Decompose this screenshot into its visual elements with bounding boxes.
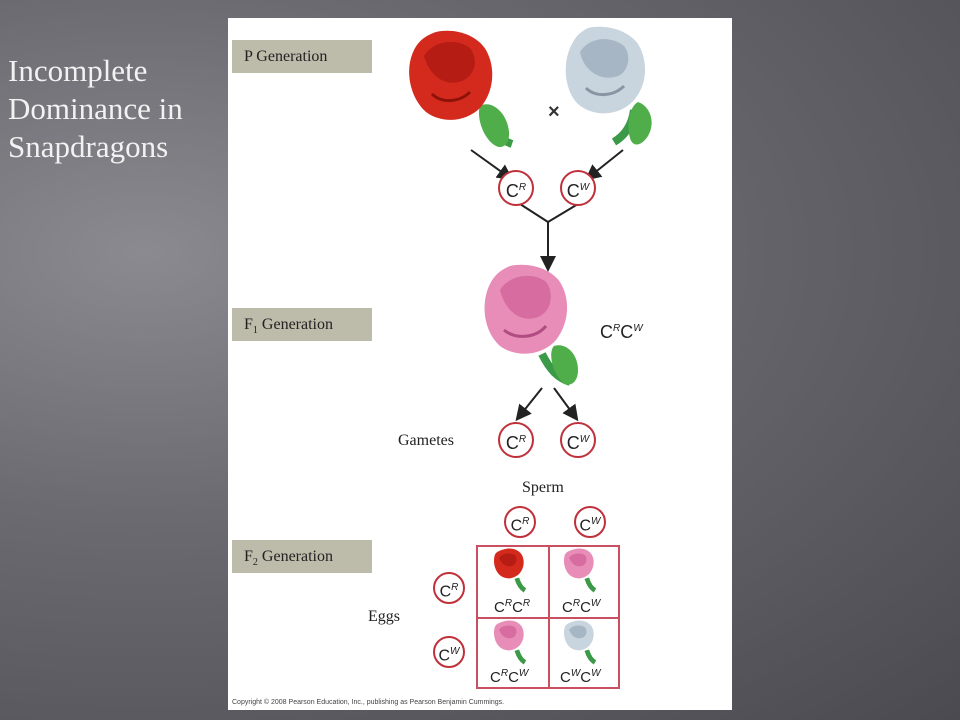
sperm-label: Sperm xyxy=(522,479,564,496)
allele-sup: W xyxy=(579,182,590,193)
f1-suffix: Generation xyxy=(257,316,333,333)
geno-sup: W xyxy=(570,668,581,679)
geno-letter: C xyxy=(494,599,505,616)
allele-letter: C xyxy=(505,433,519,453)
f1-prefix: F xyxy=(244,316,253,333)
pink-flower-icon xyxy=(484,264,578,386)
f2-suffix: Generation xyxy=(257,548,333,565)
allele-letter: C xyxy=(566,433,580,453)
allele-sup: R xyxy=(522,516,530,527)
punnett-white-flower-icon xyxy=(563,620,597,665)
geno-letter: C xyxy=(580,599,591,616)
cross-symbol: × xyxy=(548,101,560,123)
punnett-genotype-rr: CRCR xyxy=(494,598,530,616)
title-line-2: Dominance in xyxy=(8,91,183,126)
geno-sup: W xyxy=(590,598,601,609)
title-line-1: Incomplete xyxy=(8,53,148,88)
allele-sup: R xyxy=(451,582,459,593)
p-gamete-white-allele: CW xyxy=(560,170,596,206)
allele-letter: C xyxy=(438,647,451,665)
white-flower-icon xyxy=(565,26,652,146)
geno-letter: C xyxy=(620,322,634,342)
p-generation-text: P Generation xyxy=(244,48,328,65)
punnett-genotype-ww: CWCW xyxy=(560,668,601,686)
egg-red-allele: CR xyxy=(433,572,465,604)
allele-letter: C xyxy=(510,517,523,535)
gametes-label: Gametes xyxy=(398,432,454,449)
allele-letter: C xyxy=(579,517,592,535)
egg-white-allele: CW xyxy=(433,636,465,668)
geno-sup: R xyxy=(572,598,581,609)
geno-letter: C xyxy=(512,599,523,616)
geno-sup: W xyxy=(591,668,601,679)
allele-letter: C xyxy=(505,181,519,201)
punnett-pink-flower-icon xyxy=(493,620,527,665)
geno-sup: W xyxy=(518,668,529,679)
geno-sup: R xyxy=(522,598,531,609)
geno-sup: W xyxy=(633,323,643,334)
allele-sup: W xyxy=(450,646,460,657)
sperm-white-allele: CW xyxy=(574,506,606,538)
geno-letter: C xyxy=(490,669,501,686)
allele-letter: C xyxy=(439,583,452,601)
geno-sup: R xyxy=(504,598,513,609)
diagram-panel: × xyxy=(228,18,732,710)
eggs-label: Eggs xyxy=(368,608,400,625)
punnett-divider-horizontal xyxy=(478,617,618,619)
punnett-red-flower-icon xyxy=(493,548,527,593)
allele-sup: R xyxy=(518,182,527,193)
slide-title: Incomplete Dominance in Snapdragons xyxy=(8,52,223,166)
geno-letter: C xyxy=(560,669,571,686)
geno-letter: C xyxy=(580,669,592,686)
allele-sup: W xyxy=(579,434,590,445)
geno-letter: C xyxy=(508,669,519,686)
diagram-graphics: × xyxy=(409,26,652,665)
f1-gamete-white-allele: CW xyxy=(560,422,596,458)
allele-letter: C xyxy=(566,181,580,201)
f2-generation-label: F2 Generation xyxy=(232,540,372,573)
p-generation-label: P Generation xyxy=(232,40,372,73)
p-gamete-red-allele: CR xyxy=(498,170,534,206)
punnett-square xyxy=(476,545,620,689)
geno-sup: R xyxy=(500,668,509,679)
f1-gamete-red-allele: CR xyxy=(498,422,534,458)
title-line-3: Snapdragons xyxy=(8,129,169,164)
sperm-red-allele: CR xyxy=(504,506,536,538)
copyright-text: Copyright © 2008 Pearson Education, Inc.… xyxy=(232,699,505,706)
f2-sub: 2 xyxy=(252,557,258,569)
punnett-genotype-rw-top: CRCW xyxy=(562,598,600,616)
red-flower-icon xyxy=(409,30,514,148)
f1-generation-label: F1 Generation xyxy=(232,308,372,341)
f1-sub: 1 xyxy=(252,325,258,337)
punnett-genotype-rw-bottom: CRCW xyxy=(490,668,528,686)
allele-sup: W xyxy=(591,516,601,527)
allele-sup: R xyxy=(518,434,527,445)
geno-letter: C xyxy=(562,599,573,616)
f2-prefix: F xyxy=(244,548,253,565)
punnett-pink-flower-icon xyxy=(563,548,597,593)
f1-genotype: CRCW xyxy=(600,322,643,343)
geno-letter: C xyxy=(600,322,613,342)
geno-sup: R xyxy=(613,323,621,334)
